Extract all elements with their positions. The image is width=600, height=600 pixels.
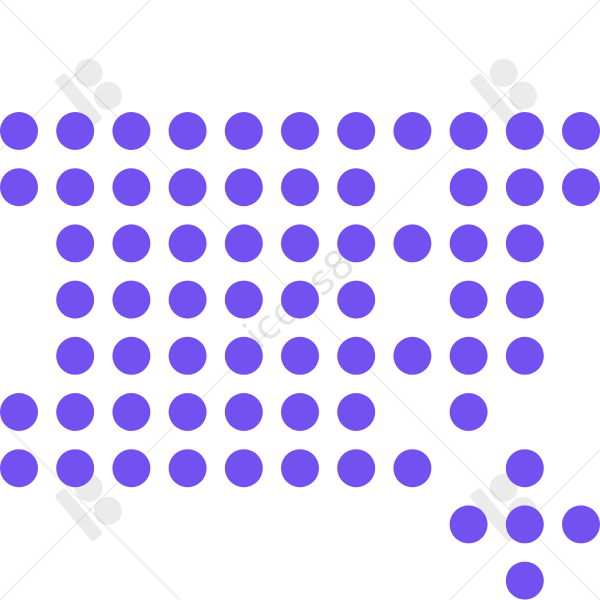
dot	[505, 561, 544, 600]
dot	[337, 168, 376, 207]
dot	[562, 168, 600, 207]
icons8-logo-icon	[55, 58, 122, 126]
dot	[224, 393, 263, 431]
dot	[505, 224, 544, 263]
dot	[337, 280, 376, 319]
dot	[168, 393, 207, 431]
dot	[168, 336, 207, 375]
dot	[449, 168, 488, 207]
dot	[56, 393, 95, 431]
dot	[0, 449, 38, 488]
dot	[337, 112, 376, 150]
icons8-logo-icon	[470, 58, 537, 126]
dot	[562, 112, 600, 150]
watermark-line	[409, 0, 600, 191]
dot	[449, 393, 488, 431]
dot	[56, 336, 95, 375]
dot	[449, 280, 488, 319]
dot	[562, 505, 600, 544]
dot	[281, 224, 319, 263]
dot	[505, 112, 544, 150]
dot	[224, 112, 263, 150]
dot	[56, 112, 95, 150]
dot	[224, 449, 263, 488]
dot	[281, 393, 319, 431]
dot	[449, 336, 488, 375]
dot	[505, 336, 544, 375]
dot	[281, 280, 319, 319]
dot	[56, 449, 95, 488]
dot	[224, 336, 263, 375]
dot	[281, 336, 319, 375]
dot	[0, 112, 38, 150]
dot	[224, 168, 263, 207]
dot	[168, 224, 207, 263]
dot	[449, 112, 488, 150]
dot	[112, 168, 151, 207]
dot	[337, 393, 376, 431]
dot	[224, 280, 263, 319]
dot	[56, 168, 95, 207]
watermark-line	[0, 419, 181, 600]
dot	[505, 505, 544, 544]
dot	[393, 336, 432, 375]
dot	[168, 168, 207, 207]
dot	[56, 280, 95, 319]
dot	[112, 224, 151, 263]
dot	[0, 393, 38, 431]
dot	[112, 112, 151, 150]
dot	[337, 224, 376, 263]
dot	[0, 168, 38, 207]
dot	[112, 336, 151, 375]
dot	[112, 449, 151, 488]
dot	[168, 449, 207, 488]
dot	[281, 449, 319, 488]
dot	[281, 112, 319, 150]
dot-grid	[0, 112, 600, 600]
dot	[224, 224, 263, 263]
dot	[393, 112, 432, 150]
dot	[505, 449, 544, 488]
dot	[393, 224, 432, 263]
dot	[56, 224, 95, 263]
dot	[337, 336, 376, 375]
dot	[168, 112, 207, 150]
dot	[112, 280, 151, 319]
dot	[505, 168, 544, 207]
dot	[393, 449, 432, 488]
dot	[449, 505, 488, 544]
dot	[337, 449, 376, 488]
dot	[281, 168, 319, 207]
dot	[505, 280, 544, 319]
dot	[168, 280, 207, 319]
dot	[449, 224, 488, 263]
dot	[112, 393, 151, 431]
